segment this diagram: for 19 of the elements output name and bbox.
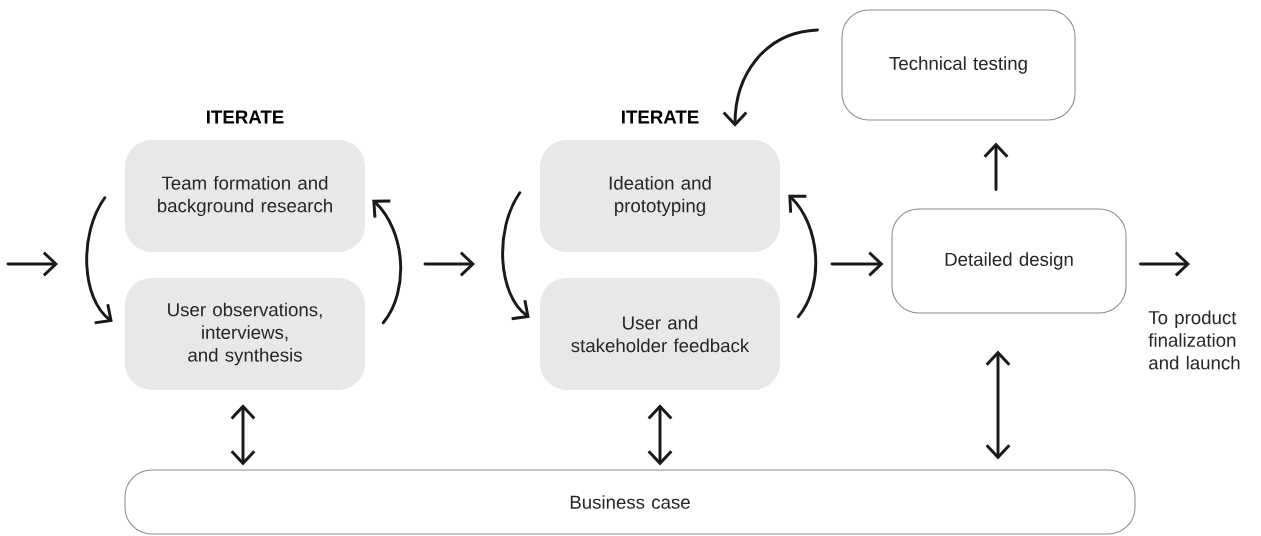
arrow [501,191,530,321]
process-box: Detailed design [891,208,1127,314]
process-box: Technical testing [841,9,1076,121]
process-box: User observations, interviews, and synthesis [125,278,365,390]
arrow [1139,251,1190,277]
process-box: Team formation and background research [125,140,365,252]
arrow [983,142,1009,191]
arrow [85,196,113,325]
arrow [830,251,884,277]
arrow [985,350,1011,460]
arrow [788,194,818,319]
arrow [230,404,256,466]
arrow [647,404,673,466]
arrow [372,199,403,325]
arrow [722,28,819,127]
process-box: User and stakeholder feedback [540,278,780,390]
note-text: To product finalization and launch [1148,310,1240,370]
process-box: Ideation and prototyping [540,140,780,252]
bar-box: Business case [124,469,1136,535]
